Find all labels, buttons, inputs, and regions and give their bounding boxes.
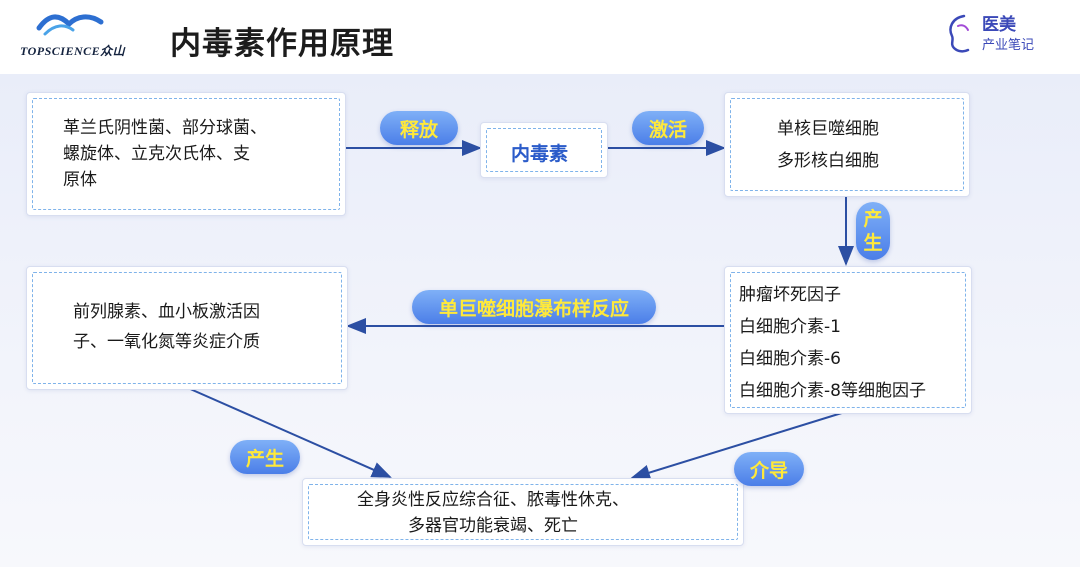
node-cytokines-line-3: 白细胞介素-6 (739, 349, 841, 369)
node-bacteria-line-2: 螺旋体、立克次氏体、支 (63, 144, 250, 164)
edge-label-produce-2: 产生 (230, 440, 300, 474)
node-cells: 单核巨噬细胞 多形核白细胞 (724, 92, 970, 197)
node-outcome-line-1: 全身炎性反应综合征、脓毒性休克、 (357, 490, 629, 510)
node-cytokines-line-1: 肿瘤坏死因子 (739, 285, 841, 305)
topscience-logo: TOPSCIENCE众山 (10, 8, 140, 58)
edge-label-produce-1-char-1: 产 (863, 208, 883, 230)
node-endotoxin-label: 内毒素 (511, 143, 569, 165)
edge-label-induce: 介导 (734, 452, 804, 486)
node-cells-line-2: 多形核白细胞 (777, 151, 879, 171)
brand-name: 医美 (982, 15, 1016, 35)
dashed-frame (308, 484, 738, 540)
node-mediators-line-1: 前列腺素、血小板激活因 (73, 302, 260, 322)
node-cells-line-1: 单核巨噬细胞 (777, 119, 879, 139)
header: TOPSCIENCE众山 内毒素作用原理 医美 产业笔记 (0, 0, 1080, 74)
dashed-frame (32, 98, 340, 210)
edge-label-cascade: 单巨噬细胞瀑布样反应 (412, 290, 656, 324)
node-endotoxin: 内毒素 (480, 122, 608, 178)
dashed-frame (486, 128, 602, 172)
dashed-frame (32, 272, 342, 384)
node-bacteria-line-3: 原体 (63, 170, 97, 190)
arrow-induce (630, 411, 846, 481)
dashed-frame (730, 98, 964, 191)
page-title: 内毒素作用原理 (170, 26, 394, 62)
arrow-produce-2 (187, 387, 392, 478)
node-bacteria: 革兰氏阴性菌、部分球菌、 螺旋体、立克次氏体、支 原体 (26, 92, 346, 216)
node-cytokines-line-2: 白细胞介素-1 (739, 317, 841, 337)
brand-sub: 产业笔记 (982, 38, 1035, 53)
node-outcome-line-2: 多器官功能衰竭、死亡 (408, 516, 578, 536)
node-mediators: 前列腺素、血小板激活因 子、一氧化氮等炎症介质 (26, 266, 348, 390)
dashed-frame (730, 272, 966, 408)
edge-label-activate: 激活 (632, 111, 704, 145)
logo-text: TOPSCIENCE众山 (20, 44, 126, 58)
node-bacteria-line-1: 革兰氏阴性菌、部分球菌、 (63, 118, 267, 138)
node-cytokines-line-4: 白细胞介素-8等细胞因子 (739, 381, 926, 401)
brand-badge: 医美 产业笔记 (942, 10, 1062, 60)
edge-label-produce-1: 产 生 (856, 202, 890, 260)
brand-face-icon (949, 14, 970, 53)
node-outcome: 全身炎性反应综合征、脓毒性休克、 多器官功能衰竭、死亡 (302, 478, 744, 546)
node-mediators-line-2: 子、一氧化氮等炎症介质 (73, 332, 260, 352)
edge-label-release: 释放 (380, 111, 458, 145)
node-cytokines: 肿瘤坏死因子 白细胞介素-1 白细胞介素-6 白细胞介素-8等细胞因子 (724, 266, 972, 414)
edge-label-produce-1-char-2: 生 (863, 232, 883, 254)
